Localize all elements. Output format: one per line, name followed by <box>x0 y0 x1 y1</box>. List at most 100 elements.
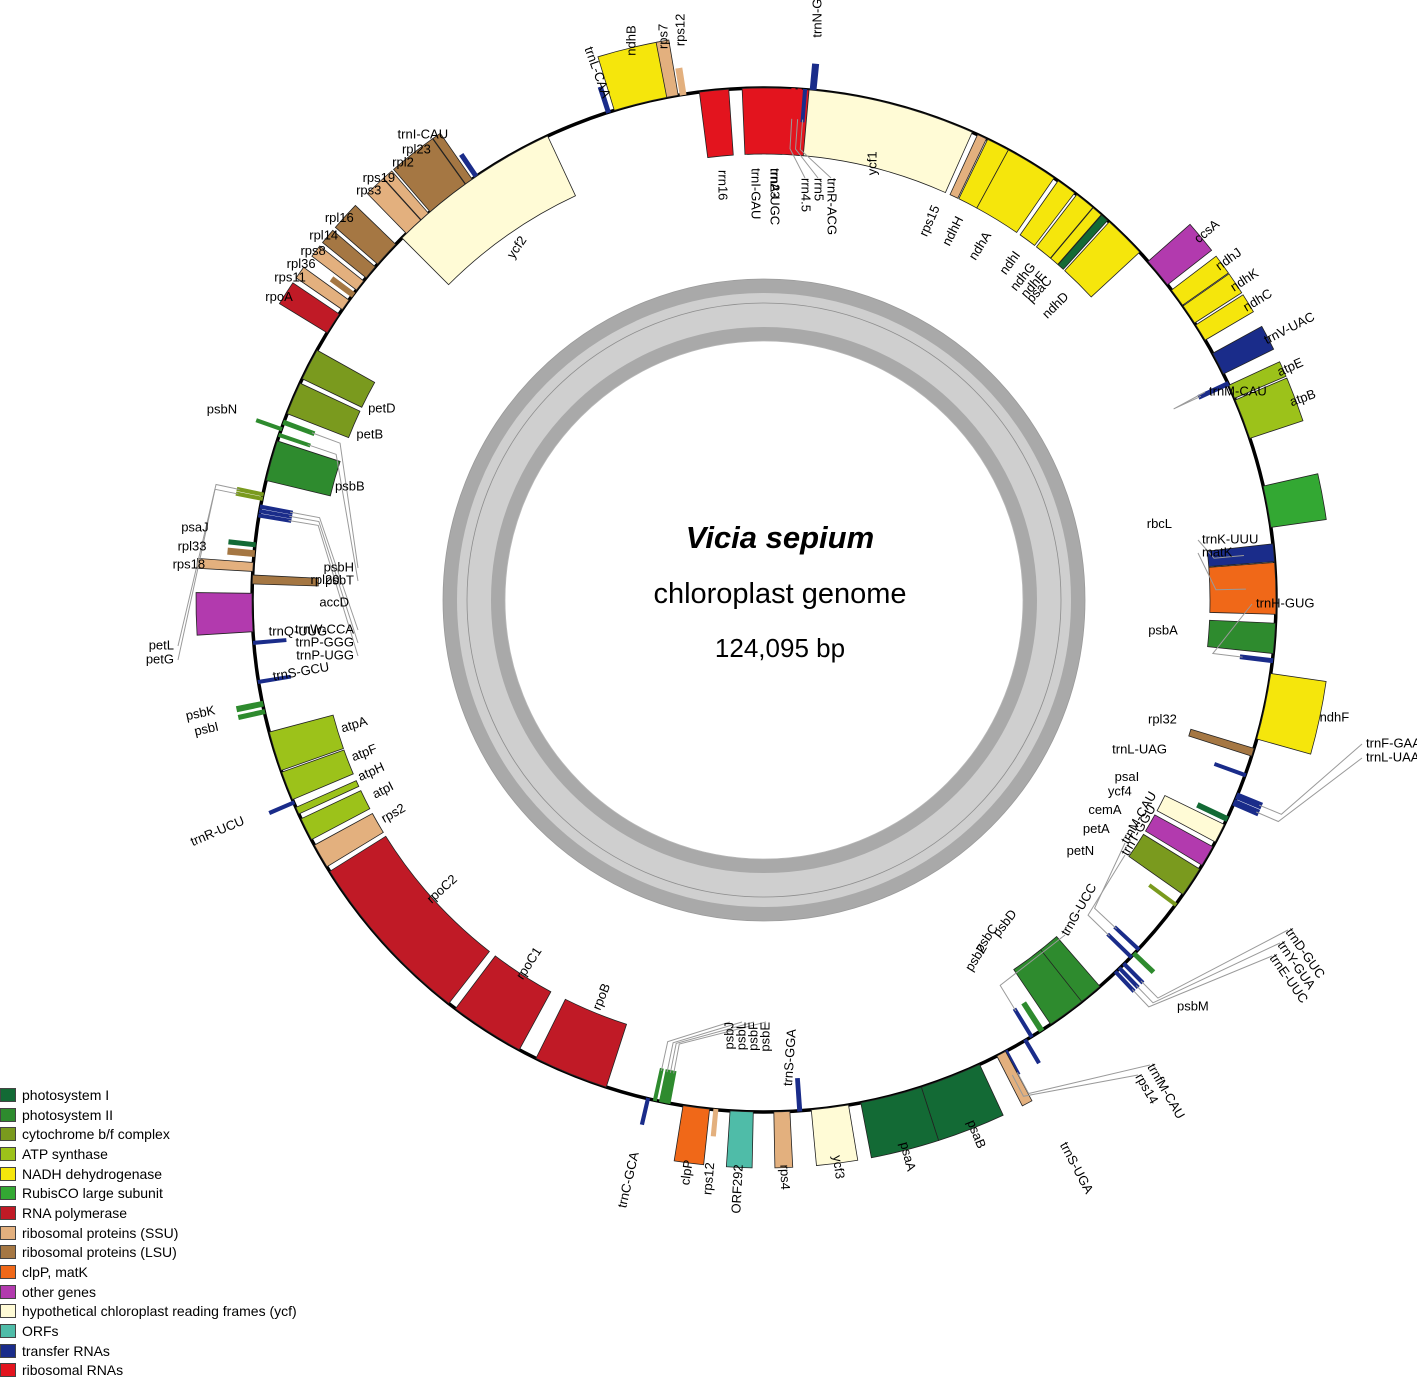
leader-line <box>1197 539 1244 559</box>
gene-atpa <box>268 714 344 771</box>
gene-label: rpl20 <box>311 572 340 587</box>
legend-label: clpP, matK <box>22 1264 88 1281</box>
legend-item: RubisCO large subunit <box>0 1183 360 1203</box>
gene-label: rps4 <box>777 1164 793 1190</box>
gene-label: atpA <box>339 713 369 735</box>
gene-label: rpoB <box>589 981 613 1012</box>
gene-label: trnW-CCA <box>295 621 354 636</box>
gene-rrn4-5 <box>789 88 796 122</box>
gene-psbj <box>652 1067 664 1102</box>
legend-swatch <box>0 1284 16 1299</box>
gene-trnr-ucu <box>268 800 296 816</box>
gene-label: trnR-UCU <box>188 813 246 849</box>
gene-rps18 <box>196 557 254 572</box>
gene-label: rpl32 <box>1148 711 1177 726</box>
gene-rps8 <box>311 245 365 291</box>
leader-line <box>311 432 359 569</box>
gene-rps12 <box>675 67 687 96</box>
gene-label: atpI <box>370 778 396 801</box>
legend-label: ribosomal RNAs <box>22 1362 124 1379</box>
gene-label: rps12 <box>699 1162 717 1196</box>
gene-label: psbT <box>325 572 354 587</box>
gene-psba <box>1207 619 1276 654</box>
leader-line <box>999 934 1066 1012</box>
gene-label: trnS-UGA <box>1057 1139 1097 1196</box>
legend-swatch <box>0 1265 16 1280</box>
legend-item: cytochrome b/f complex <box>0 1124 360 1144</box>
gene-label: ndhF <box>1320 710 1350 725</box>
gene-trns-gcu <box>257 674 292 684</box>
gene-label: rpoC1 <box>513 944 545 982</box>
gene-rps15 <box>949 134 987 199</box>
legend-label: NADH dehydrogenase <box>22 1165 163 1182</box>
leader-line <box>288 519 359 657</box>
gene-petb <box>286 382 361 439</box>
gene-rpl20 <box>251 574 319 587</box>
gene-label: rps19 <box>363 170 396 185</box>
gene-label: rpl14 <box>309 228 338 243</box>
gene-matk <box>1208 562 1277 615</box>
gene-trnq-uug <box>252 638 287 645</box>
gene-label: trnI-GAU <box>749 168 764 219</box>
gene-rpoa <box>278 282 340 334</box>
legend-swatch <box>0 1127 16 1142</box>
gene-ycf1 <box>794 88 973 194</box>
legend-swatch <box>0 1186 16 1201</box>
legend-item: other genes <box>0 1282 360 1302</box>
legend-swatch <box>0 1107 16 1122</box>
gc-outer-edge <box>442 278 1086 922</box>
gene-label: psbF <box>745 1022 760 1051</box>
gene-label: rpoA <box>265 289 293 304</box>
gc-midline <box>466 302 1062 898</box>
gene-label: rps7 <box>655 24 670 49</box>
gene-label: rrn4.5 <box>799 178 814 212</box>
gene-trnv-uac <box>1212 325 1275 375</box>
gene-label: ccsA <box>1191 216 1222 246</box>
gene-ndhi <box>1019 180 1076 247</box>
gene-label: rpl36 <box>287 256 316 271</box>
gene-label: psbL <box>733 1022 748 1050</box>
gene-trnp-ugg <box>257 513 292 523</box>
gene-label: petN <box>1067 843 1094 858</box>
gene-psbz <box>1021 1001 1045 1033</box>
legend-swatch <box>0 1225 16 1240</box>
gene-trnc-gca <box>639 1097 651 1126</box>
gene-trnr-acg <box>800 88 808 123</box>
gene-rps7 <box>655 39 679 98</box>
legend-label: cytochrome b/f complex <box>22 1126 170 1143</box>
gene-label: cemA <box>1088 802 1122 817</box>
legend-swatch <box>0 1166 16 1181</box>
gene-label: rps2 <box>378 800 407 826</box>
gene-label: trnG-UCC <box>1058 881 1100 939</box>
legend-item: ORFs <box>0 1321 360 1341</box>
gene-psaj <box>228 539 256 548</box>
gene-label: ndhA <box>965 229 994 263</box>
legend-label: ribosomal proteins (LSU) <box>22 1244 177 1261</box>
gene-rpl32 <box>1188 728 1255 757</box>
gene-label: psbK <box>184 702 216 723</box>
gene-label: ORF292 <box>728 1164 746 1214</box>
gene-psbm <box>1131 951 1156 975</box>
gene-label: matK <box>1202 544 1233 559</box>
gene-label: psbB <box>335 478 365 493</box>
gene-label: trnI-CAU <box>398 127 449 142</box>
gene-psac <box>1057 214 1109 270</box>
leader-line <box>660 1021 731 1072</box>
gene-label: rpl33 <box>178 539 207 554</box>
gene-label: psbJ <box>721 1022 736 1049</box>
leader-line <box>673 1021 767 1074</box>
gene-atpi <box>300 790 371 841</box>
leader-line <box>1093 842 1126 930</box>
gene-rbcl <box>1262 473 1327 528</box>
gene-trnp-ggg <box>258 508 293 519</box>
gene-label: rrn16 <box>715 170 730 200</box>
gene-label: psaA <box>897 1140 919 1173</box>
gene-blocks <box>195 39 1327 1169</box>
legend-item: clpP, matK <box>0 1262 360 1282</box>
gene-rps12 <box>710 1108 719 1137</box>
legend-item: photosystem II <box>0 1105 360 1125</box>
gene-psbh <box>282 419 316 436</box>
gene-ndhf <box>1256 673 1327 755</box>
gene-psbi <box>237 709 266 721</box>
